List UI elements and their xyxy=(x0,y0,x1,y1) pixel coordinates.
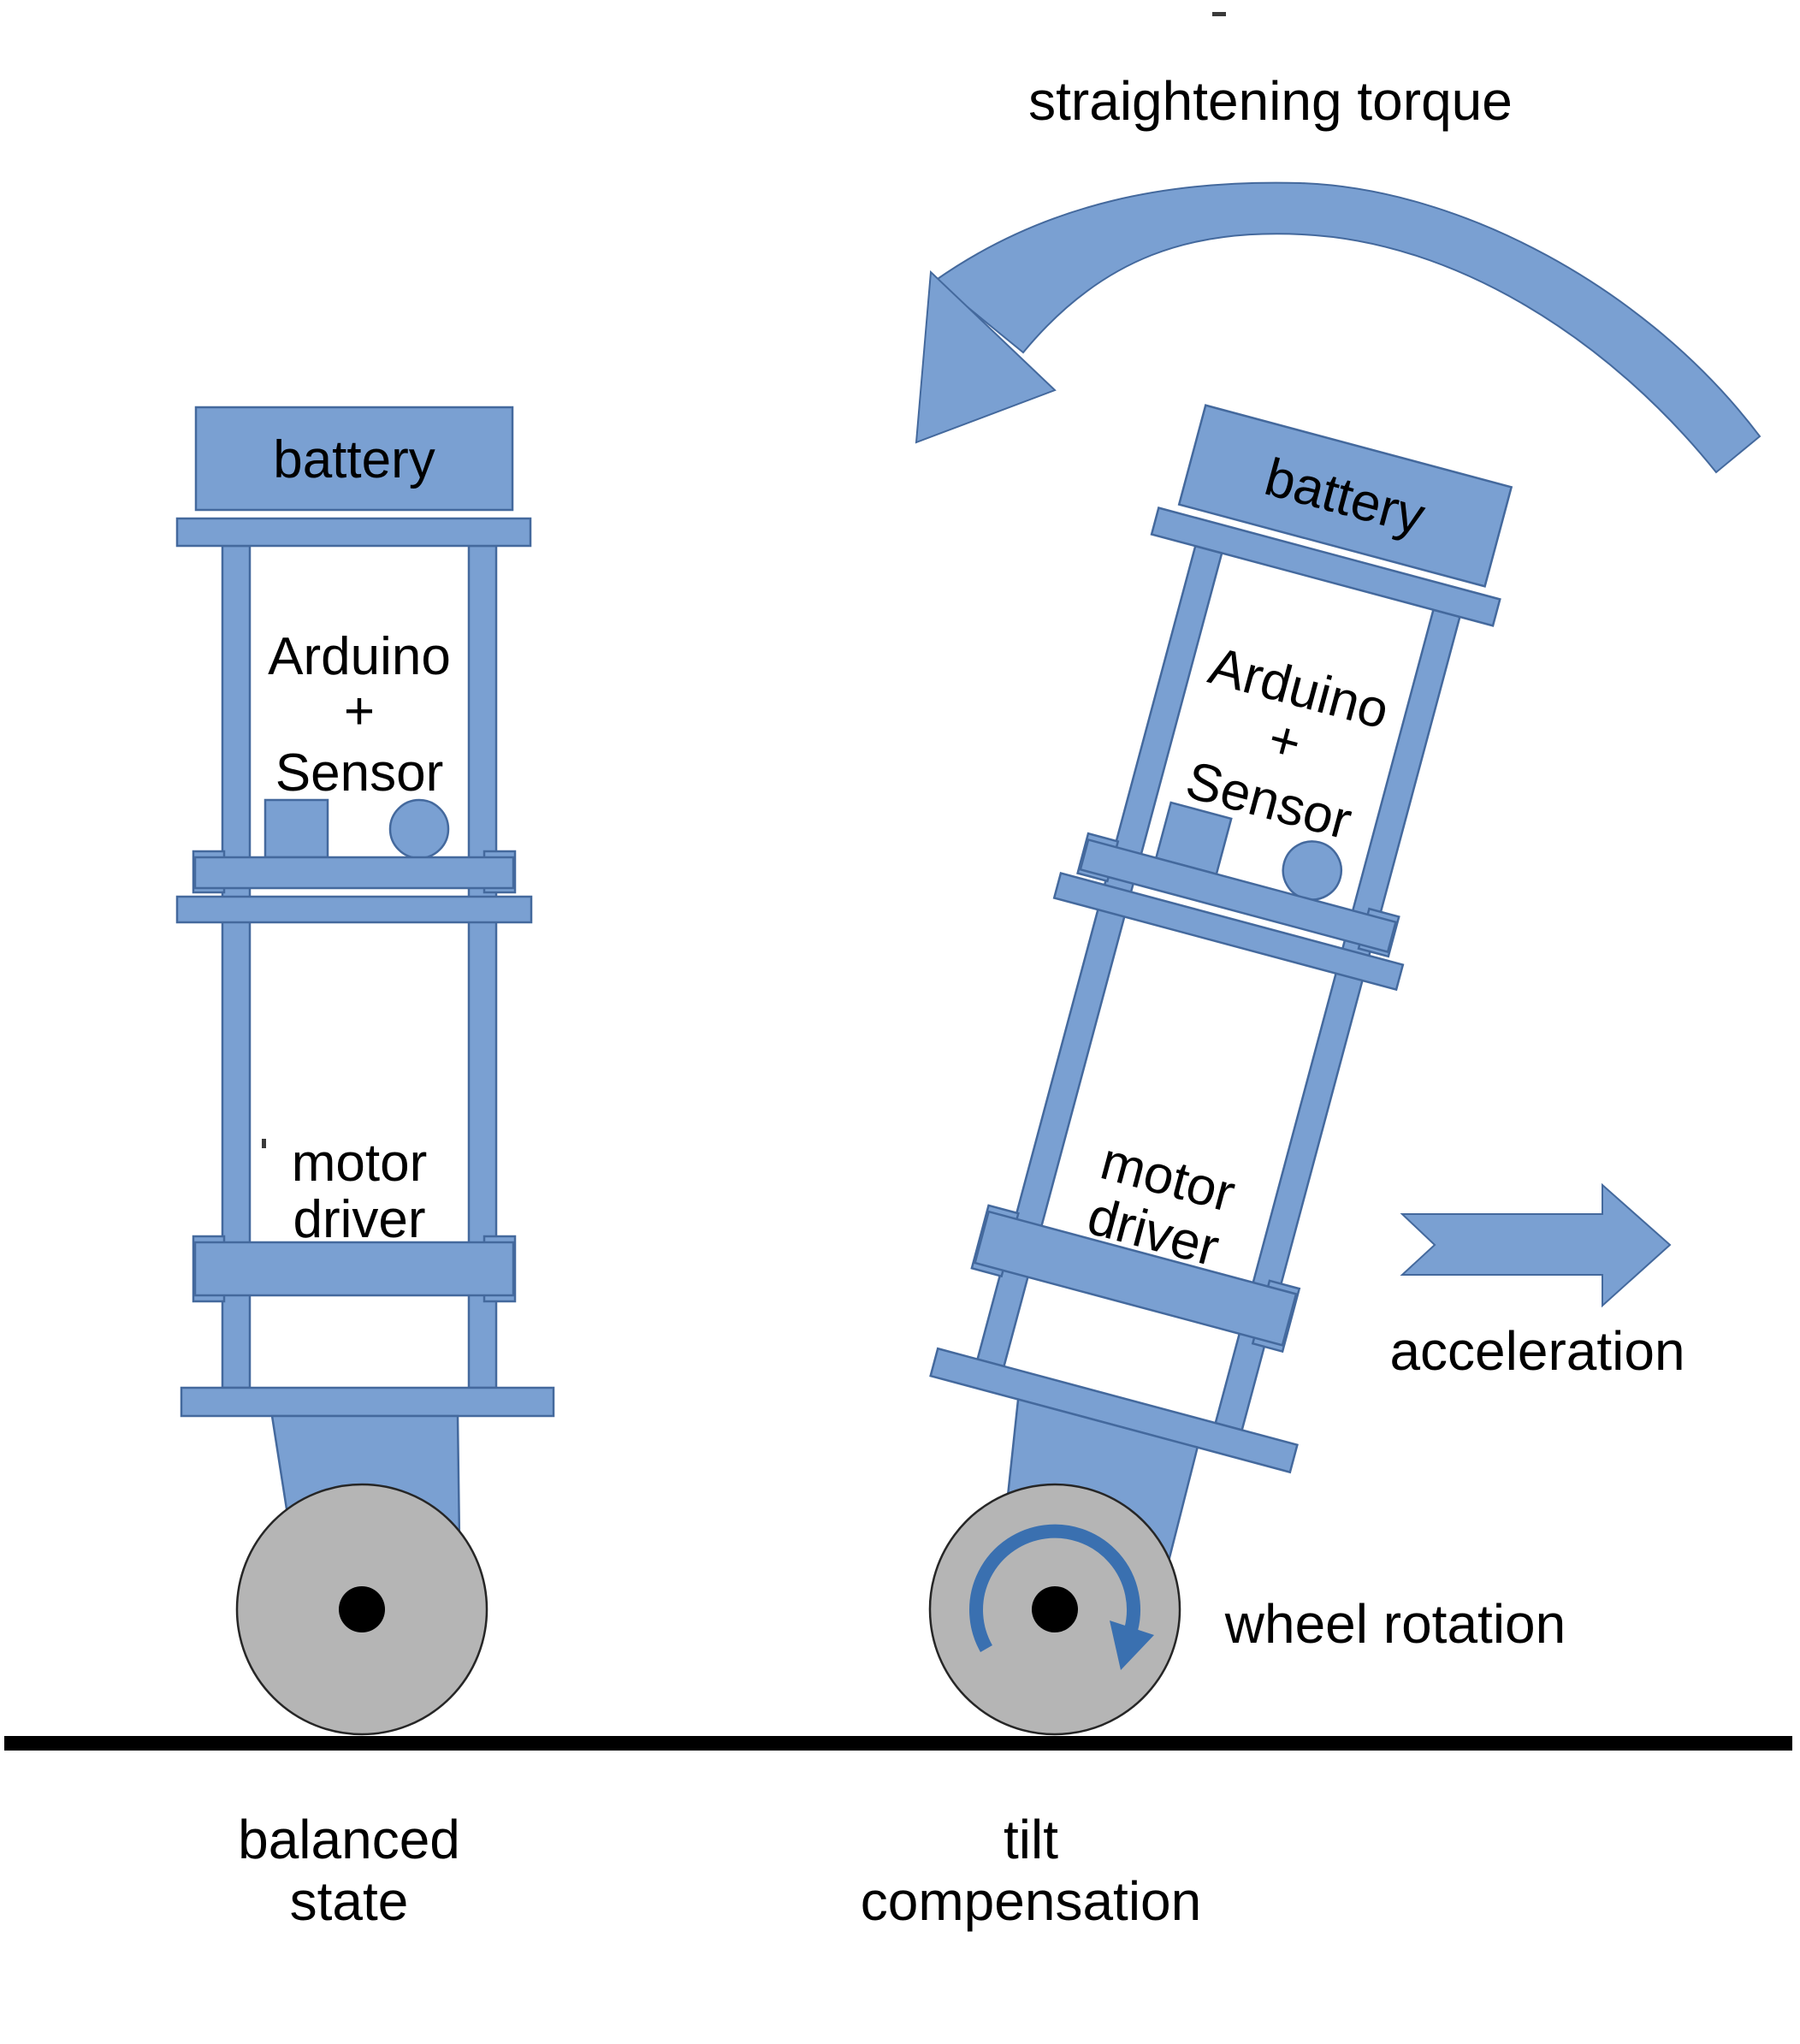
left-robot-mid-plate xyxy=(175,895,533,924)
right-robot-battery-box xyxy=(1177,404,1513,588)
left-robot-mid-shelf xyxy=(193,856,515,890)
left-robot-battery-box xyxy=(194,406,514,512)
right-robot-mid-plate xyxy=(1052,871,1405,992)
left-robot-battery-label: battery xyxy=(273,430,435,489)
left-robot: battery Arduino + Sensor motor driver xyxy=(175,406,555,1736)
top-dash-artifact xyxy=(1212,12,1226,16)
right-robot-top-plate xyxy=(1150,507,1501,627)
wheel-rotation-arc xyxy=(969,1524,1141,1652)
right-robot-mid-shelf xyxy=(1079,838,1398,954)
wheel-rotation-arrow xyxy=(969,1524,1154,1670)
left-robot-driver-label: driver xyxy=(293,1190,425,1249)
torque-arrowhead-icon xyxy=(915,270,1057,444)
straightening-torque-label: straightening torque xyxy=(1028,70,1513,132)
right-robot: battery Arduino + Sensor motor driver xyxy=(928,404,1513,1736)
acceleration-arrow xyxy=(1400,1182,1672,1308)
left-robot-sensor-label: Sensor xyxy=(275,744,443,803)
straightening-torque-arrow xyxy=(915,181,1762,474)
wheel-rotation-label: wheel rotation xyxy=(1224,1593,1566,1655)
small-tick-artifact xyxy=(262,1139,266,1148)
right-robot-wheel-hub xyxy=(1032,1586,1078,1632)
left-robot-sensor-module xyxy=(388,798,450,860)
wheel-rotation-arrowhead-icon xyxy=(1110,1620,1154,1670)
left-robot-plus-label: + xyxy=(344,682,375,741)
left-robot-motor-label: motor xyxy=(292,1134,427,1193)
ground-line xyxy=(4,1736,1792,1751)
acceleration-label: acceleration xyxy=(1389,1320,1685,1382)
left-robot-motor-bar xyxy=(193,1241,515,1297)
left-caption-line2: state xyxy=(290,1870,409,1932)
right-robot-motor-bar xyxy=(974,1210,1298,1347)
left-robot-arduino-label: Arduino xyxy=(268,627,451,686)
right-caption-line1: tilt xyxy=(1004,1809,1058,1870)
torque-arc-band xyxy=(933,181,1762,474)
left-caption-line1: balanced xyxy=(238,1809,460,1870)
right-caption-line2: compensation xyxy=(861,1870,1201,1932)
right-robot-plus-label: + xyxy=(1262,708,1307,773)
left-robot-wheel-hub xyxy=(339,1586,385,1632)
left-robot-top-plate xyxy=(175,517,532,548)
left-robot-sensor-chip xyxy=(263,798,329,859)
left-robot-bottom-plate xyxy=(180,1386,555,1418)
